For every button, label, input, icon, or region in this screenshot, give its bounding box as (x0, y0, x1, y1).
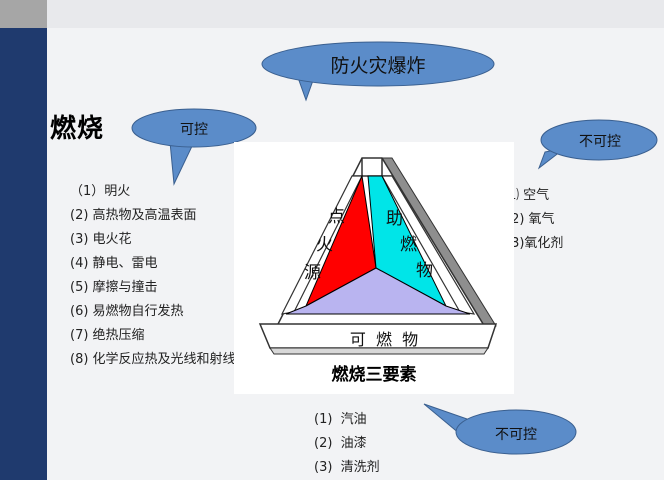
list-item: (1) 汽油 (314, 412, 367, 427)
list-item: (7) 绝热压缩 (70, 328, 145, 343)
bubble-controllable-text: 可控 (180, 122, 208, 138)
combustible-list: (1) 汽油 (2) 油漆 (3) 清洗剂 (314, 408, 434, 478)
oxidizer-list: ⑴ 空气 (2) 氧气 (3)氧化剂 (506, 184, 626, 254)
list-item: (3) 电火花 (70, 232, 132, 247)
list-item: (2) 氧气 (506, 212, 555, 227)
page-title: 燃烧 (50, 114, 105, 144)
diagram-label-bottom: 可 燃 物 (349, 330, 419, 349)
list-item: (6) 易燃物自行发热 (70, 304, 184, 319)
diagram-label-left-1: 点 (328, 207, 345, 227)
list-item: （1）明火 (70, 184, 131, 199)
list-item: (3) 清洗剂 (314, 460, 380, 475)
bubble-uncontrollable-top (537, 119, 658, 170)
combustible-region (285, 267, 471, 315)
list-item: (2) 高热物及高温表面 (70, 208, 197, 223)
side-bar (0, 28, 47, 480)
list-item: (8) 化学反应热及光线和射线 (70, 352, 236, 367)
ignition-source-list: （1）明火 (2) 高热物及高温表面 (3) 电火花 (4) 静电、雷电 (5)… (70, 180, 270, 370)
diagram-label-left-2: 火 (316, 235, 333, 255)
diagram-caption: 燃烧三要素 (331, 365, 417, 385)
diagram-label-right-3: 物 (416, 261, 433, 281)
list-item: (5) 摩擦与撞击 (70, 280, 158, 295)
bubble-main (261, 41, 495, 102)
bubble-uncontrollable-top-text: 不可控 (579, 134, 621, 150)
bubble-uncontrollable-bottom-text: 不可控 (495, 427, 537, 443)
list-item: (2) 油漆 (314, 436, 367, 451)
diagram-label-right-1: 助 (386, 209, 403, 229)
diagram-label-right-2: 燃 (400, 235, 417, 255)
fire-triangle-diagram: 点 火 源 助 燃 物 可 燃 物 燃烧三要素 (234, 142, 514, 394)
diagram-label-left-3: 源 (304, 263, 321, 283)
bubble-uncontrollable-bottom (423, 403, 577, 455)
bubble-main-text: 防火灾爆炸 (330, 55, 426, 77)
list-item: (3)氧化剂 (506, 236, 564, 251)
list-item: (4) 静电、雷电 (70, 256, 158, 271)
list-item: ⑴ 空气 (506, 188, 550, 203)
top-left-block (0, 0, 47, 28)
bubble-controllable (131, 108, 257, 186)
top-bar (0, 0, 664, 28)
